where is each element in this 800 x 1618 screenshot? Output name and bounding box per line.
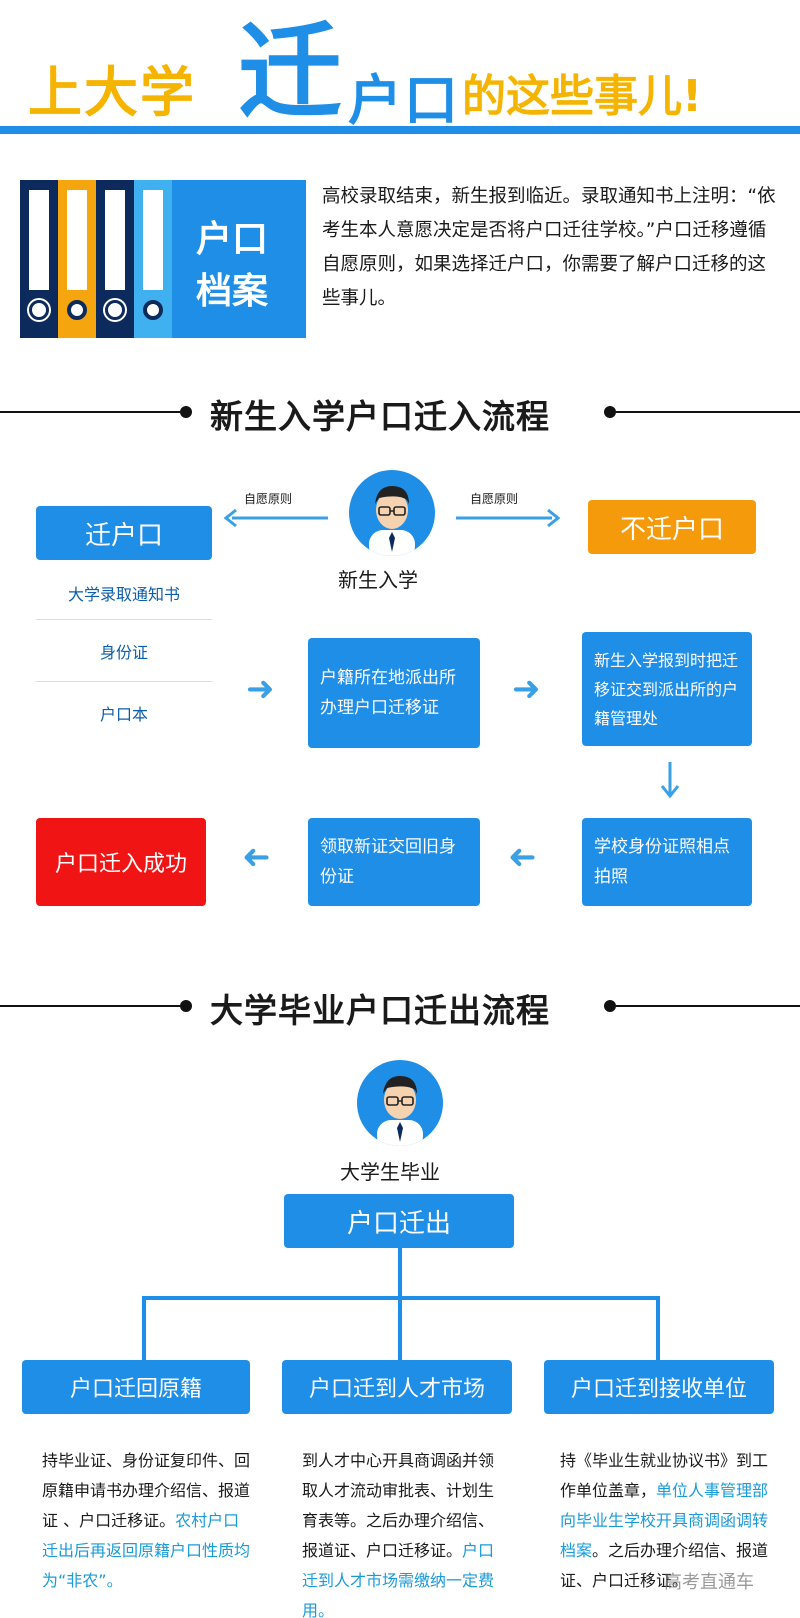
flow-step-3: 学校身份证照相点拍照 (582, 818, 752, 906)
header-title-part1: 上大学 (28, 61, 196, 124)
intro-text: 高校录取结束，新生报到临近。录取通知书上注明：“依考生本人意愿决定是否将户口迁往… (322, 186, 776, 309)
section1-title: 新生入学户口迁入流程 (210, 397, 550, 436)
arrow-right-icon (456, 508, 561, 528)
folder-label-line1: 户口 (196, 219, 269, 260)
section2-dot-right (604, 1000, 616, 1012)
flow-arrow-right-2-icon: ➜ (512, 669, 541, 709)
graduate-label: 大学生毕业 (340, 1160, 440, 1184)
branch-box-hometown: 户口迁回原籍 (22, 1360, 250, 1414)
move-hukou-box: 迁户口 (36, 506, 212, 560)
flow-arrow-right-1-icon: ➜ (246, 669, 275, 709)
section1-dot-right (604, 406, 616, 418)
section2-dot-left (180, 1000, 192, 1012)
folder-label-line2: 档案 (196, 271, 269, 312)
header-title-big: 迁 (238, 11, 343, 133)
doc-item-idcard: 身份证 (36, 620, 212, 682)
flow-step-2: 新生入学报到时把迁移证交到派出所的户籍管理处 (582, 632, 752, 746)
flow-step-1: 户籍所在地派出所办理户口迁移证 (308, 638, 480, 748)
binder-2 (58, 180, 96, 338)
arrow-left-icon (223, 508, 328, 528)
folder-label-panel: 户口 档案 (172, 180, 306, 338)
move-hukou-label: 迁户口 (84, 520, 163, 551)
left-arrow-label: 自愿原则 (244, 492, 293, 506)
header-title-part2: 户口 (348, 69, 460, 132)
student-avatar (349, 470, 435, 556)
branch-text-hometown: 持毕业证、身份证复印件、回原籍申请书办理介绍信、报道证 、户口迁移证。农村户口迁… (42, 1451, 251, 1590)
no-move-hukou-box: 不迁户口 (588, 500, 756, 554)
graduate-avatar (357, 1060, 443, 1146)
student-label: 新生入学 (338, 568, 418, 592)
doc-item-hukou-book: 户口本 (99, 705, 148, 724)
section2-title: 大学毕业户口迁出流程 (210, 991, 550, 1030)
section2-rule-right (616, 1005, 800, 1007)
binder-4 (134, 180, 172, 338)
flow-arrow-down-icon (660, 762, 680, 799)
binder-1 (20, 180, 58, 338)
section1-dot-left (180, 406, 192, 418)
section1-rule-left (0, 411, 180, 413)
branch-box-employer: 户口迁到接收单位 (544, 1360, 774, 1414)
right-arrow-label: 自愿原则 (470, 492, 519, 506)
section1-rule-right (616, 411, 800, 413)
header-title-part3: 的这些事儿! (462, 71, 703, 122)
doc-item-admission: 大学录取通知书 (36, 566, 212, 620)
flow-arrow-left-2-icon: ➜ (242, 837, 271, 877)
no-move-hukou-label: 不迁户口 (619, 514, 724, 545)
flow-arrow-left-1-icon: ➜ (508, 837, 537, 877)
binder-3 (96, 180, 134, 338)
folder-illustration: 户口 档案 (20, 180, 306, 338)
header: 上大学 迁 户口 的这些事儿! (0, 0, 800, 140)
branch-text-talent-market: 到人才中心开具商调函并领取人才流动审批表、计划生育表等。之后办理介绍信、报道证、… (302, 1451, 495, 1618)
success-box: 户口迁入成功 (36, 818, 206, 906)
section2-rule-left (0, 1005, 180, 1007)
header-underline (0, 126, 800, 134)
tree-connector (142, 1248, 660, 1360)
branch-text-employer: 持《毕业生就业协议书》到工作单位盖章，单位人事管理部向毕业生学校开具商调函调转档… (560, 1451, 769, 1590)
branch-box-talent-market: 户口迁到人才市场 (282, 1360, 512, 1414)
hukou-out-box: 户口迁出 (284, 1194, 514, 1248)
doc-list: 大学录取通知书 身份证 户口本 (36, 566, 212, 744)
watermark: 高考直通车 (664, 1572, 754, 1593)
flow-step-4: 领取新证交回旧身份证 (308, 818, 480, 906)
